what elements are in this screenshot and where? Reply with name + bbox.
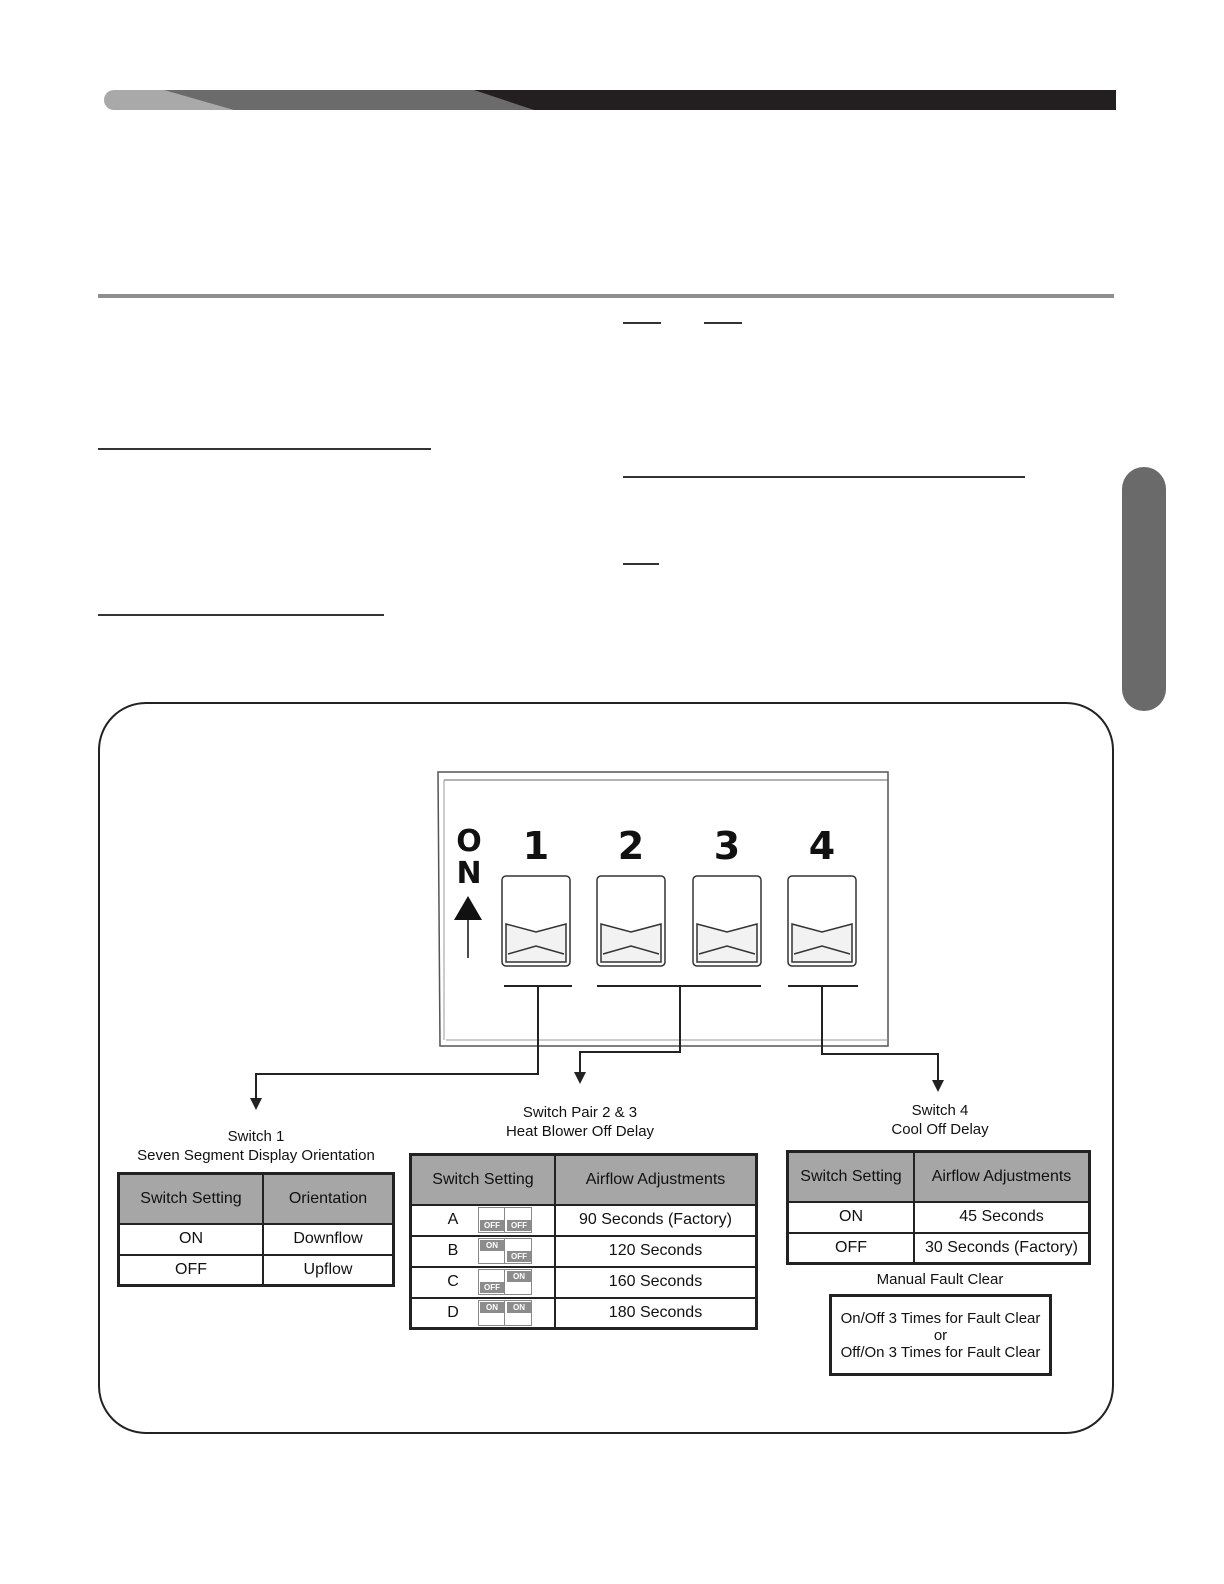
mini-switch-a-s2: OFF xyxy=(480,1220,504,1231)
fault-clear-line-1: On/Off 3 Times for Fault Clear xyxy=(840,1310,1041,1327)
mini-switch-d-s2: ON xyxy=(480,1301,504,1313)
connector-lines xyxy=(255,986,939,1100)
switch4-header-setting: Switch Setting xyxy=(786,1150,915,1203)
mini-switch-b-s2: ON xyxy=(480,1240,504,1251)
switch-knob-1 xyxy=(501,875,571,967)
switch23-header-airflow: Airflow Adjustments xyxy=(554,1153,758,1206)
switch23-row-b-label: B xyxy=(447,1242,459,1259)
switch4-row2-value: 30 Seconds (Factory) xyxy=(913,1231,1091,1265)
mini-switch-b-s3: OFF xyxy=(507,1251,531,1262)
switch23-row-d-label: D xyxy=(447,1303,459,1321)
switch4-title: Switch 4 xyxy=(911,1102,969,1119)
switch-number-4: 4 xyxy=(808,824,836,868)
switch1-header-setting: Switch Setting xyxy=(117,1172,264,1225)
switch23-row-a-value: 90 Seconds (Factory) xyxy=(554,1203,758,1237)
diagram-frame xyxy=(98,702,1114,1434)
fault-clear-box: On/Off 3 Times for Fault Clear or Off/On… xyxy=(829,1294,1052,1376)
switch4-row2-setting: OFF xyxy=(786,1231,915,1265)
switch4-row1-setting: ON xyxy=(786,1200,915,1234)
switch23-row-c-label: C xyxy=(447,1273,459,1290)
header-bar xyxy=(104,90,1116,110)
switch1-row1-setting: ON xyxy=(117,1222,264,1256)
switch4-table: Switch Setting Airflow Adjustments ON 45… xyxy=(786,1150,1091,1265)
switch23-subtitle: Heat Blower Off Delay xyxy=(505,1123,655,1140)
switch-number-1: 1 xyxy=(522,824,550,868)
switch1-table: Switch Setting Orientation ON Downflow O… xyxy=(117,1172,395,1287)
switch-knobs xyxy=(501,875,857,967)
switch23-row-d-value: 180 Seconds xyxy=(554,1296,758,1330)
switch1-row2-value: Upflow xyxy=(262,1253,395,1287)
switch1-row1-value: Downflow xyxy=(262,1222,395,1256)
mini-switch-c-s2: OFF xyxy=(480,1282,504,1293)
underline-right-1a xyxy=(623,322,661,324)
switch-knob-3 xyxy=(692,875,762,967)
switch-number-3: 3 xyxy=(713,824,741,868)
table-row: ON Downflow xyxy=(117,1222,395,1256)
fault-clear-title: Manual Fault Clear xyxy=(876,1271,1004,1288)
underline-left-2 xyxy=(98,614,384,616)
switch-number-2: 2 xyxy=(617,824,645,868)
switch1-title: Switch 1 xyxy=(227,1128,285,1145)
switch23-header-setting: Switch Setting xyxy=(409,1153,556,1206)
on-label-o: O xyxy=(456,824,482,859)
mini-switch-c-s3: ON xyxy=(507,1271,531,1282)
underline-right-3 xyxy=(623,563,659,565)
fault-clear-line-2: or xyxy=(933,1327,948,1344)
underline-left-1 xyxy=(98,448,431,450)
connector-arrowheads xyxy=(250,1072,944,1110)
table-row: ON 45 Seconds xyxy=(786,1200,1091,1234)
switch23-row-c-value: 160 Seconds xyxy=(554,1265,758,1299)
underline-right-1b xyxy=(704,322,742,324)
switch23-title: Switch Pair 2 & 3 xyxy=(522,1104,638,1121)
switch1-header-orientation: Orientation xyxy=(262,1172,395,1225)
switch4-header-airflow: Airflow Adjustments xyxy=(913,1150,1091,1203)
switch1-row2-setting: OFF xyxy=(117,1253,264,1287)
switch-knob-2 xyxy=(596,875,666,967)
underline-right-2 xyxy=(623,476,1025,478)
switch23-row-a-label: A xyxy=(447,1211,459,1228)
switch-knob-4 xyxy=(787,875,857,967)
side-tab xyxy=(1122,467,1166,711)
on-arrow-icon xyxy=(454,896,482,958)
on-label-n: N xyxy=(456,856,482,891)
section-divider xyxy=(98,294,1114,298)
switch1-subtitle: Seven Segment Display Orientation xyxy=(137,1147,375,1164)
table-row: OFF 30 Seconds (Factory) xyxy=(786,1231,1091,1265)
table-row: OFF Upflow xyxy=(117,1253,395,1287)
fault-clear-line-3: Off/On 3 Times for Fault Clear xyxy=(840,1344,1041,1361)
mini-switch-a-s3: OFF xyxy=(507,1220,531,1231)
mini-switch-d-s3: ON xyxy=(507,1301,531,1313)
switch4-row1-value: 45 Seconds xyxy=(913,1200,1091,1234)
switch23-row-b-value: 120 Seconds xyxy=(554,1234,758,1268)
switch4-subtitle: Cool Off Delay xyxy=(891,1121,989,1138)
